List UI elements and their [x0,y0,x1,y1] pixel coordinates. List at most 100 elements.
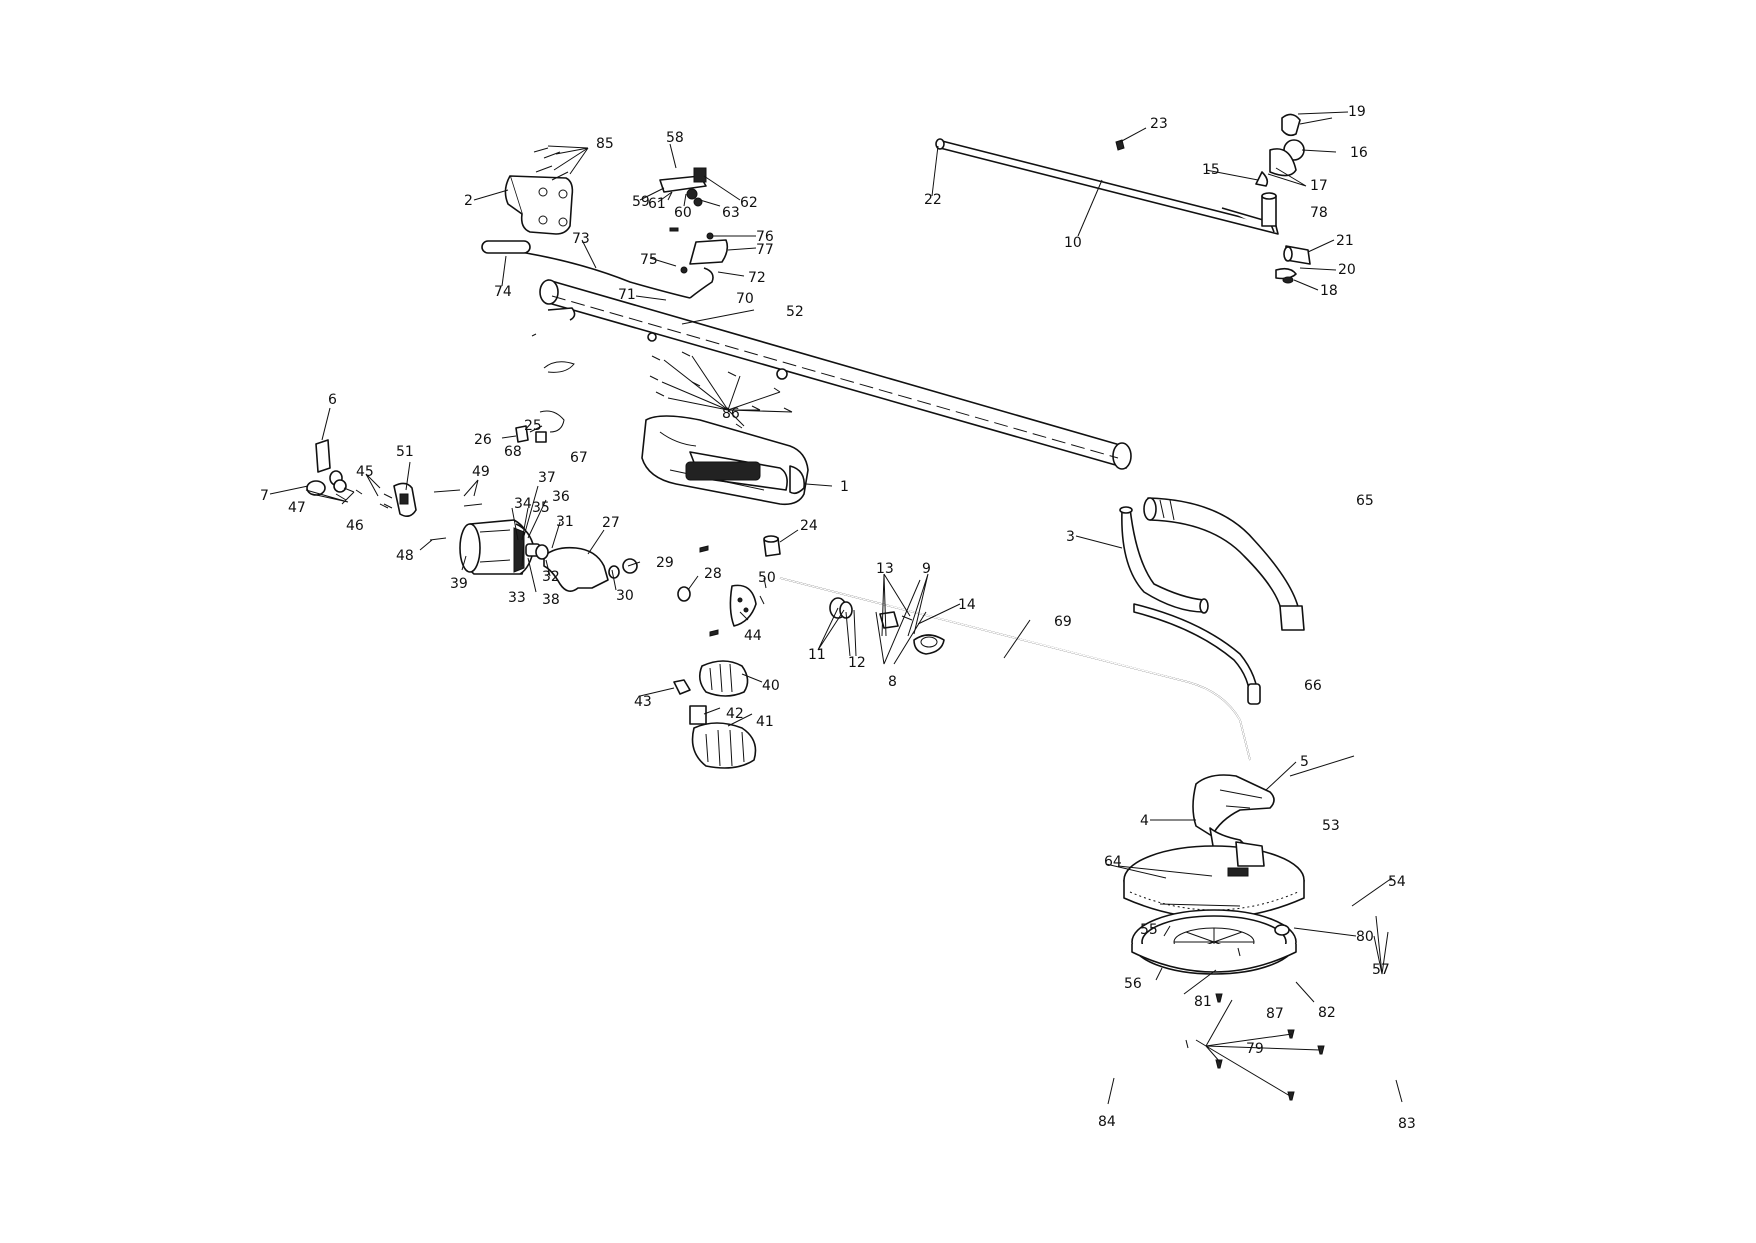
armature-40-43 [673,660,749,697]
end-cap-51 [383,482,417,518]
cable-73-74 [481,240,691,299]
guard-tube-3 [1119,506,1209,614]
callout-48: 48 [396,548,414,564]
callout-35: 35 [532,500,550,516]
callout-8: 8 [888,674,897,690]
callout-79: 79 [1246,1041,1264,1057]
callout-59: 59 [632,194,650,210]
trigger-76-77 [669,227,729,299]
handle-tube-65 [1143,497,1305,631]
disc-53-64 [1123,841,1305,919]
screws-48-49 [429,489,483,541]
spool-80-81-82 [1131,909,1297,975]
callout-24: 24 [800,518,818,534]
motor-housing-1 [641,415,809,506]
callout-30: 30 [616,588,634,604]
motor-33-39 [459,519,535,575]
leader-lines [269,111,1403,1105]
callout-36: 36 [552,489,570,505]
callout-80: 80 [1356,929,1374,945]
callout-51: 51 [396,444,414,460]
callout-46: 46 [346,518,364,534]
callout-labels: 1 2 3 4 5 6 7 8 9 10 11 12 13 14 15 16 1… [260,104,1416,1132]
callout-34: 34 [514,496,532,512]
callout-31: 31 [556,514,574,530]
callout-58: 58 [666,130,684,146]
callout-50: 50 [758,570,776,586]
callout-53: 53 [1322,818,1340,834]
callout-54: 54 [1388,874,1406,890]
callout-7: 7 [260,488,269,504]
callout-33: 33 [508,590,526,606]
callout-26: 26 [474,432,492,448]
callout-42: 42 [726,706,744,722]
parts-18-20-21 [1275,245,1311,284]
clamp-15-16-17-19 [1255,113,1305,227]
callout-16: 16 [1350,145,1368,161]
callout-66: 66 [1304,678,1322,694]
callout-52: 52 [786,304,804,320]
brush-holder-25-26-67-68 [515,307,576,443]
callout-37: 37 [538,470,556,486]
callout-6: 6 [328,392,337,408]
callout-44: 44 [744,628,762,644]
callout-68: 68 [504,444,522,460]
callout-19: 19 [1348,104,1366,120]
gear-housing-27 [525,543,638,592]
callout-71: 71 [618,287,636,303]
callout-61: 61 [648,196,666,212]
callout-62: 62 [740,195,758,211]
callout-29: 29 [656,555,674,571]
callout-3: 3 [1066,529,1075,545]
callout-67: 67 [570,450,588,466]
callout-38: 38 [542,592,560,608]
callout-49: 49 [472,464,490,480]
callout-14: 14 [958,597,976,613]
callout-1: 1 [840,479,849,495]
callout-25: 25 [524,418,542,434]
callout-28: 28 [704,566,722,582]
callout-11: 11 [808,647,826,663]
callout-74: 74 [494,284,512,300]
part-2-block [504,175,574,235]
callout-41: 41 [756,714,774,730]
callout-45: 45 [356,464,374,480]
shaft-tube-52 [539,279,1132,470]
callout-85: 85 [596,136,614,152]
screws-85 [533,147,569,181]
callout-78: 78 [1310,205,1328,221]
callout-17: 17 [1310,178,1328,194]
callout-32: 32 [542,569,560,585]
callout-77: 77 [756,242,774,258]
screws-79 [1185,993,1325,1101]
callout-22: 22 [924,192,942,208]
screws-86 [649,351,793,429]
callout-65: 65 [1356,493,1374,509]
small-parts-28-44-50 [677,545,765,637]
callout-21: 21 [1336,233,1354,249]
callout-4: 4 [1140,813,1149,829]
callout-86: 86 [722,406,740,422]
callout-87: 87 [1266,1006,1284,1022]
callout-69: 69 [1054,614,1072,630]
callout-12: 12 [848,655,866,671]
callout-72: 72 [748,270,766,286]
callout-10: 10 [1064,235,1082,251]
field-41-42 [689,705,757,769]
switch-58-63 [659,167,707,207]
callout-75: 75 [640,252,658,268]
callout-60: 60 [674,205,692,221]
callout-9: 9 [922,561,931,577]
callout-15: 15 [1202,162,1220,178]
callout-47: 47 [288,500,306,516]
callout-81: 81 [1194,994,1212,1010]
callout-83: 83 [1398,1116,1416,1132]
callout-63: 63 [722,205,740,221]
callout-20: 20 [1338,262,1356,278]
rod-10-22 [935,138,1279,235]
callout-27: 27 [602,515,620,531]
callout-43: 43 [634,694,652,710]
callout-5: 5 [1300,754,1309,770]
